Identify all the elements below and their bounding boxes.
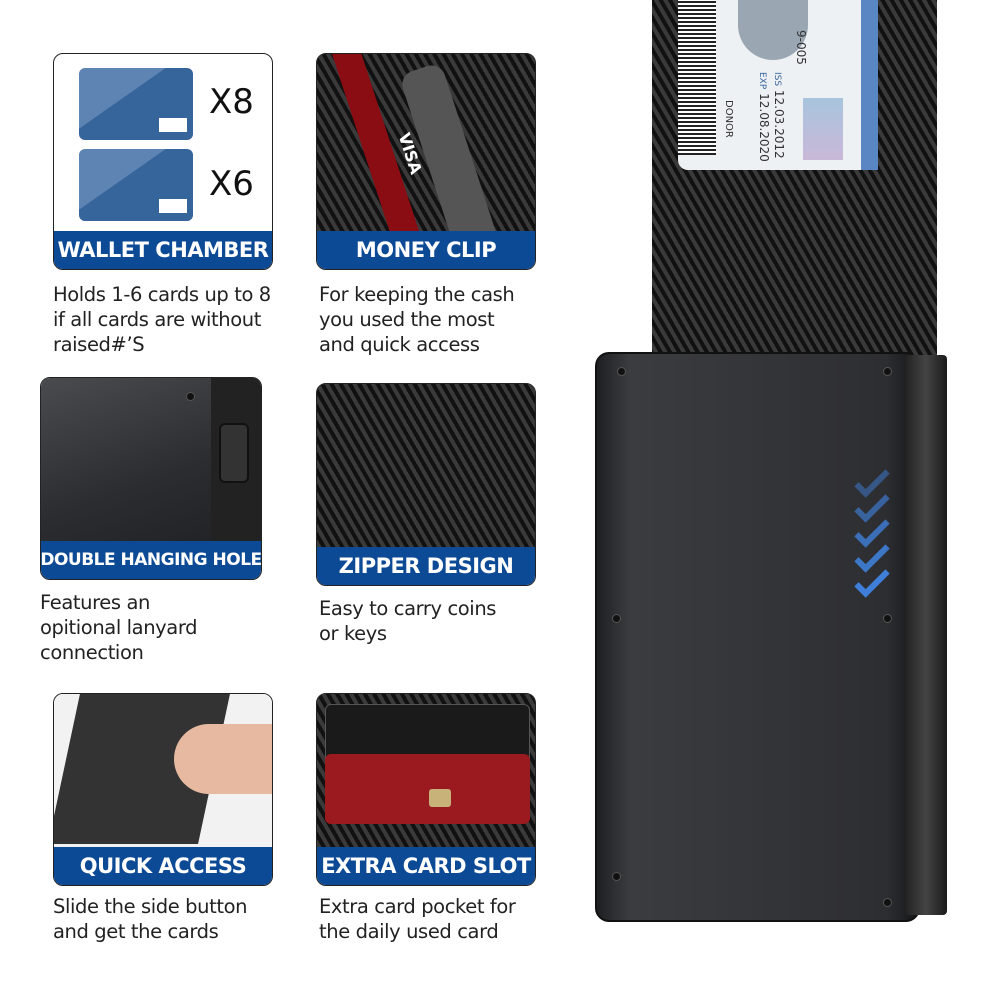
feature-title: ZIPPER DESIGN xyxy=(317,547,535,585)
feature-panel-hanging-hole: DOUBLE HANGING HOLE xyxy=(40,377,262,580)
side-button xyxy=(905,355,947,915)
count-label: X6 xyxy=(209,164,254,204)
extra-slot-image xyxy=(317,694,535,847)
count-label: X8 xyxy=(209,82,254,122)
card-icon xyxy=(79,68,193,140)
feature-panel-zipper: ZIPPER DESIGN xyxy=(316,383,536,586)
feature-panel-extra-slot: EXTRA CARD SLOT xyxy=(316,693,536,886)
id-card: 9-005 ISS 12.03.2012 EXP 12.08.2020 DONO… xyxy=(678,0,878,170)
feature-title: DOUBLE HANGING HOLE xyxy=(41,541,261,579)
feature-title: WALLET CHAMBER xyxy=(54,231,272,269)
hanging-hole-image xyxy=(41,378,261,548)
card-icon xyxy=(79,149,193,221)
feature-title: MONEY CLIP xyxy=(317,231,535,269)
feature-panel-money-clip: VISA MONEY CLIP xyxy=(316,53,536,270)
feature-title: QUICK ACCESS xyxy=(54,847,272,885)
card-icons: X8 X6 xyxy=(54,54,272,231)
feature-panel-quick-access: QUICK ACCESS xyxy=(53,693,273,886)
feature-title: EXTRA CARD SLOT xyxy=(317,847,535,885)
zipper-image xyxy=(317,384,535,547)
card-holder-body xyxy=(595,352,920,922)
feature-panel-wallet-chamber: X8 X6 WALLET CHAMBER xyxy=(53,53,273,270)
money-clip-image: VISA xyxy=(317,54,535,257)
quick-access-image xyxy=(54,694,272,847)
